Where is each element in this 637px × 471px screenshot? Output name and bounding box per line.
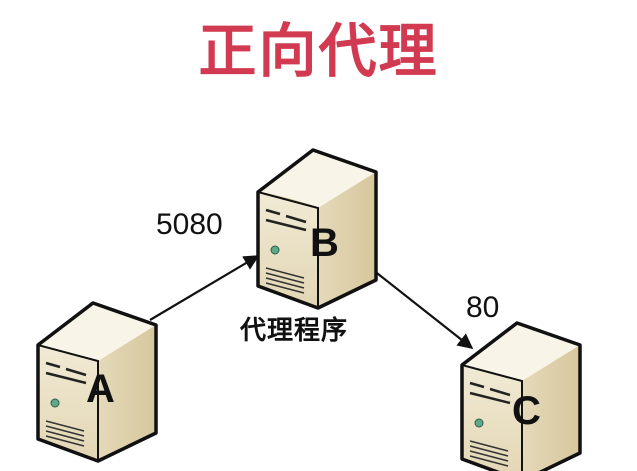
server-b-icon (256, 148, 378, 310)
server-c-letter: C (512, 389, 541, 433)
edge-b-c-port-label: 80 (466, 291, 500, 324)
edge-a-b-port-label: 5080 (156, 208, 223, 241)
server-a-icon (36, 301, 158, 463)
diagram-title: 正向代理 (198, 17, 439, 85)
edge-a-to-b (149, 255, 260, 321)
server-c-icon (460, 321, 582, 471)
edge-b-to-c (367, 265, 474, 349)
server-b-letter: B (310, 221, 339, 265)
server-b-caption: 代理程序 (240, 316, 349, 346)
server-a-letter: A (86, 367, 115, 411)
